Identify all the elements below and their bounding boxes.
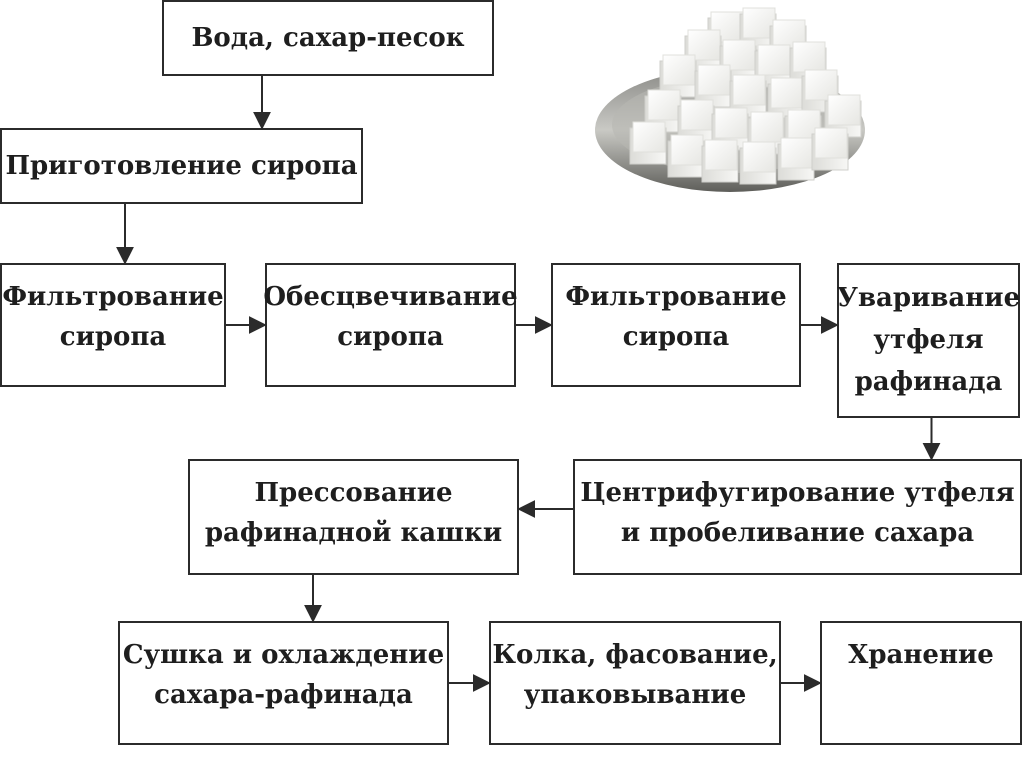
node-label-line-1: Фильтрование bbox=[2, 282, 224, 312]
node-label-line-2: сиропа bbox=[59, 322, 167, 352]
node-label-line-2: упаковывание bbox=[523, 680, 747, 710]
node-label-line-1: Прессование bbox=[254, 478, 453, 508]
sugar-cube bbox=[739, 141, 777, 185]
node-label-line-2: сиропа bbox=[337, 322, 444, 352]
node-label-line-1: Фильтрование bbox=[565, 282, 787, 312]
node-label-line-1: Сушка и охлаждение bbox=[122, 640, 445, 670]
node-label-line-2: сиропа bbox=[622, 322, 730, 352]
sugar-cubes-icon bbox=[595, 7, 865, 192]
sugar-cube bbox=[729, 74, 767, 118]
node-water-sugar-sand: Вода, сахар-песок bbox=[162, 0, 494, 76]
sugar-cubes bbox=[629, 7, 862, 185]
node-label: Приготовление сиропа bbox=[5, 151, 358, 181]
node-massecuite-boiling: Уваривание утфеля рафинада bbox=[837, 263, 1020, 418]
sugar-cube bbox=[629, 121, 667, 165]
node-label-line-1: Колка, фасование, bbox=[492, 640, 778, 670]
node-label-line-2: сахара-рафинада bbox=[154, 680, 413, 710]
sugar-cube bbox=[694, 64, 732, 108]
sugar-cube bbox=[777, 137, 815, 181]
node-drying-cooling: Сушка и охлаждение сахара-рафинада bbox=[118, 621, 449, 745]
node-label-line-1: Центрифугирование утфеля bbox=[580, 478, 1015, 508]
node-chipping-packing: Колка, фасование, упаковывание bbox=[489, 621, 781, 745]
sugar-cube bbox=[767, 77, 805, 121]
node-label-line-1: Обесцвечивание bbox=[263, 282, 518, 312]
sugar-cube bbox=[659, 54, 697, 98]
node-syrup-filtration-1: Фильтрование сиропа bbox=[0, 263, 226, 387]
node-label-line-2: и пробеливание сахара bbox=[620, 518, 975, 548]
node-refined-mass-pressing: Прессование рафинадной кашки bbox=[188, 459, 519, 575]
node-syrup-preparation: Приготовление сиропа bbox=[0, 128, 363, 204]
node-label: Вода, сахар-песок bbox=[191, 23, 465, 53]
sugar-cube bbox=[667, 134, 705, 178]
node-label: Хранение bbox=[848, 640, 994, 670]
sugar-cube bbox=[701, 139, 739, 183]
node-label-line-3: рафинада bbox=[854, 367, 1003, 397]
node-centrifugation-whitening: Центрифугирование утфеля и пробеливание … bbox=[573, 459, 1022, 575]
sugar-cube bbox=[811, 127, 849, 171]
node-syrup-decolorization: Обесцвечивание сиропа bbox=[263, 263, 518, 387]
node-label-line-2: утфеля bbox=[873, 325, 984, 355]
node-syrup-filtration-2: Фильтрование сиропа bbox=[551, 263, 801, 387]
node-label-line-1: Уваривание bbox=[836, 283, 1021, 313]
node-label-line-2: рафинадной кашки bbox=[204, 518, 503, 548]
